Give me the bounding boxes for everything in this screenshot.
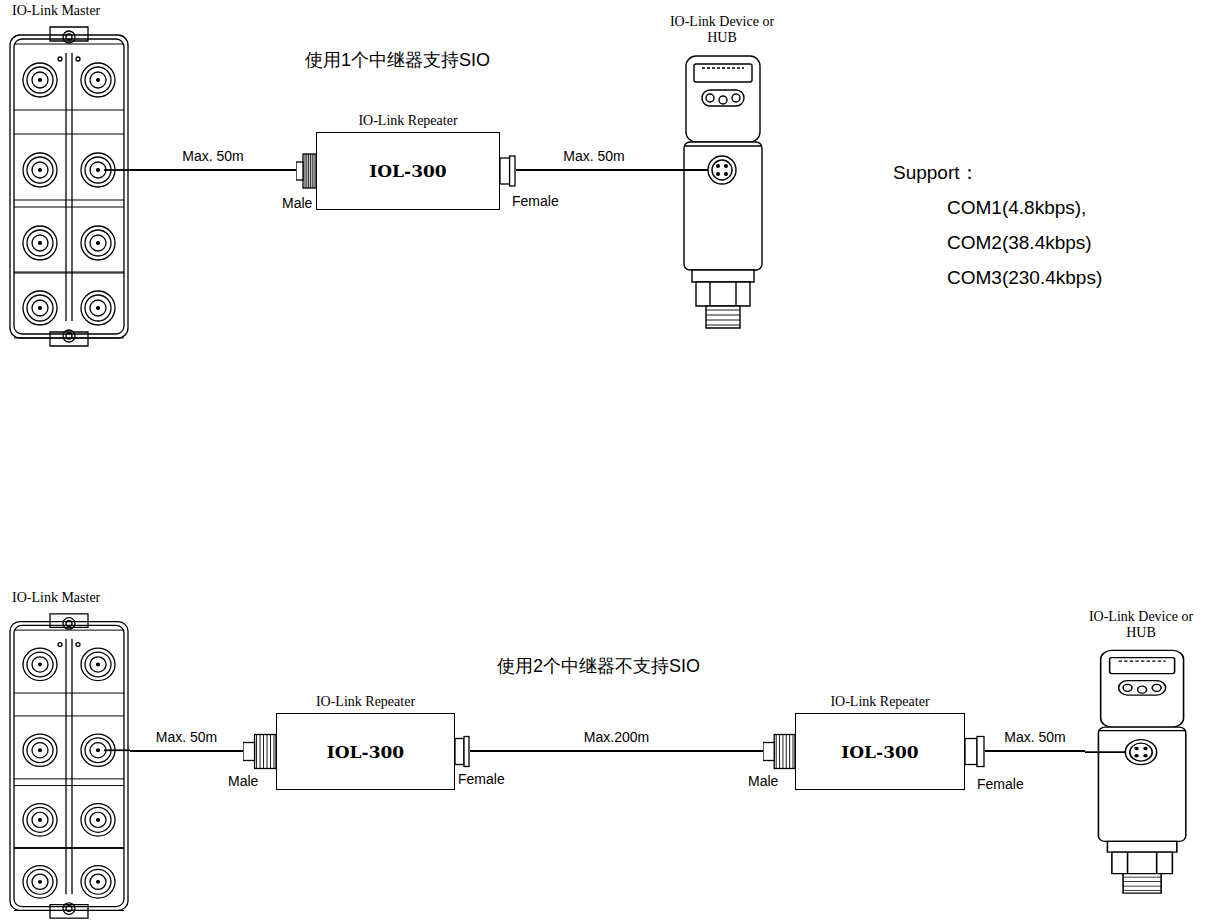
node-heading: IO-Link Master	[12, 3, 100, 19]
node-heading: IO-Link Device or HUB	[662, 14, 782, 46]
repeater-box: IO-Link RepeaterIOL-300	[296, 132, 516, 210]
note-label: Male	[748, 773, 778, 790]
master-illustration	[8, 25, 130, 348]
model-name: IOL-300	[327, 742, 404, 762]
cable-length: Max. 50m	[1001, 729, 1068, 745]
repeater-body: IOL-300	[795, 713, 965, 790]
node-heading: IO-Link Device or HUB	[1079, 609, 1203, 641]
io-link-master: IO-Link Master	[8, 612, 130, 920]
repeater-body: IOL-300	[276, 713, 455, 790]
io-link-device: IO-Link Device or HUB	[1085, 645, 1197, 895]
cable-line	[985, 750, 1085, 752]
repeater-box: IO-Link RepeaterIOL-300	[763, 713, 985, 790]
note-label: Male	[228, 773, 258, 790]
node-heading: IO-Link Repeater	[276, 694, 455, 710]
node-heading: IO-Link Repeater	[795, 694, 965, 710]
cable-length: Max.200m	[581, 729, 652, 745]
note-label: COM2(38.4kbps)	[947, 232, 1092, 255]
model-name: IOL-300	[369, 161, 446, 181]
note-label: 使用2个中继器不支持SIO	[497, 656, 700, 678]
note-label: Support：	[893, 162, 979, 185]
cable-line	[130, 750, 243, 752]
io-link-device: IO-Link Device or HUB	[672, 50, 772, 330]
master-illustration	[8, 612, 130, 920]
node-heading: IO-Link Master	[12, 590, 100, 606]
device-illustration	[1085, 645, 1197, 895]
repeater-box: IO-Link RepeaterIOL-300	[243, 713, 470, 790]
note-label: COM3(230.4kbps)	[947, 267, 1102, 290]
note-label: 使用1个中继器支持SIO	[305, 50, 490, 72]
node-heading: IO-Link Repeater	[316, 113, 500, 129]
model-name: IOL-300	[841, 742, 918, 762]
note-label: Female	[512, 193, 559, 210]
cable-length: Max. 50m	[560, 148, 627, 164]
cable-length: Max. 50m	[153, 729, 220, 745]
repeater-body: IOL-300	[316, 132, 500, 210]
note-label: Female	[977, 776, 1024, 793]
note-label: COM1(4.8kbps),	[947, 197, 1086, 220]
note-label: Male	[282, 195, 312, 212]
cable-line	[130, 169, 296, 171]
device-illustration	[672, 50, 772, 330]
cable-line	[516, 169, 672, 171]
cable-length: Max. 50m	[179, 148, 246, 164]
io-link-master: IO-Link Master	[8, 25, 130, 348]
note-label: Female	[458, 771, 505, 788]
cable-line	[470, 750, 763, 752]
